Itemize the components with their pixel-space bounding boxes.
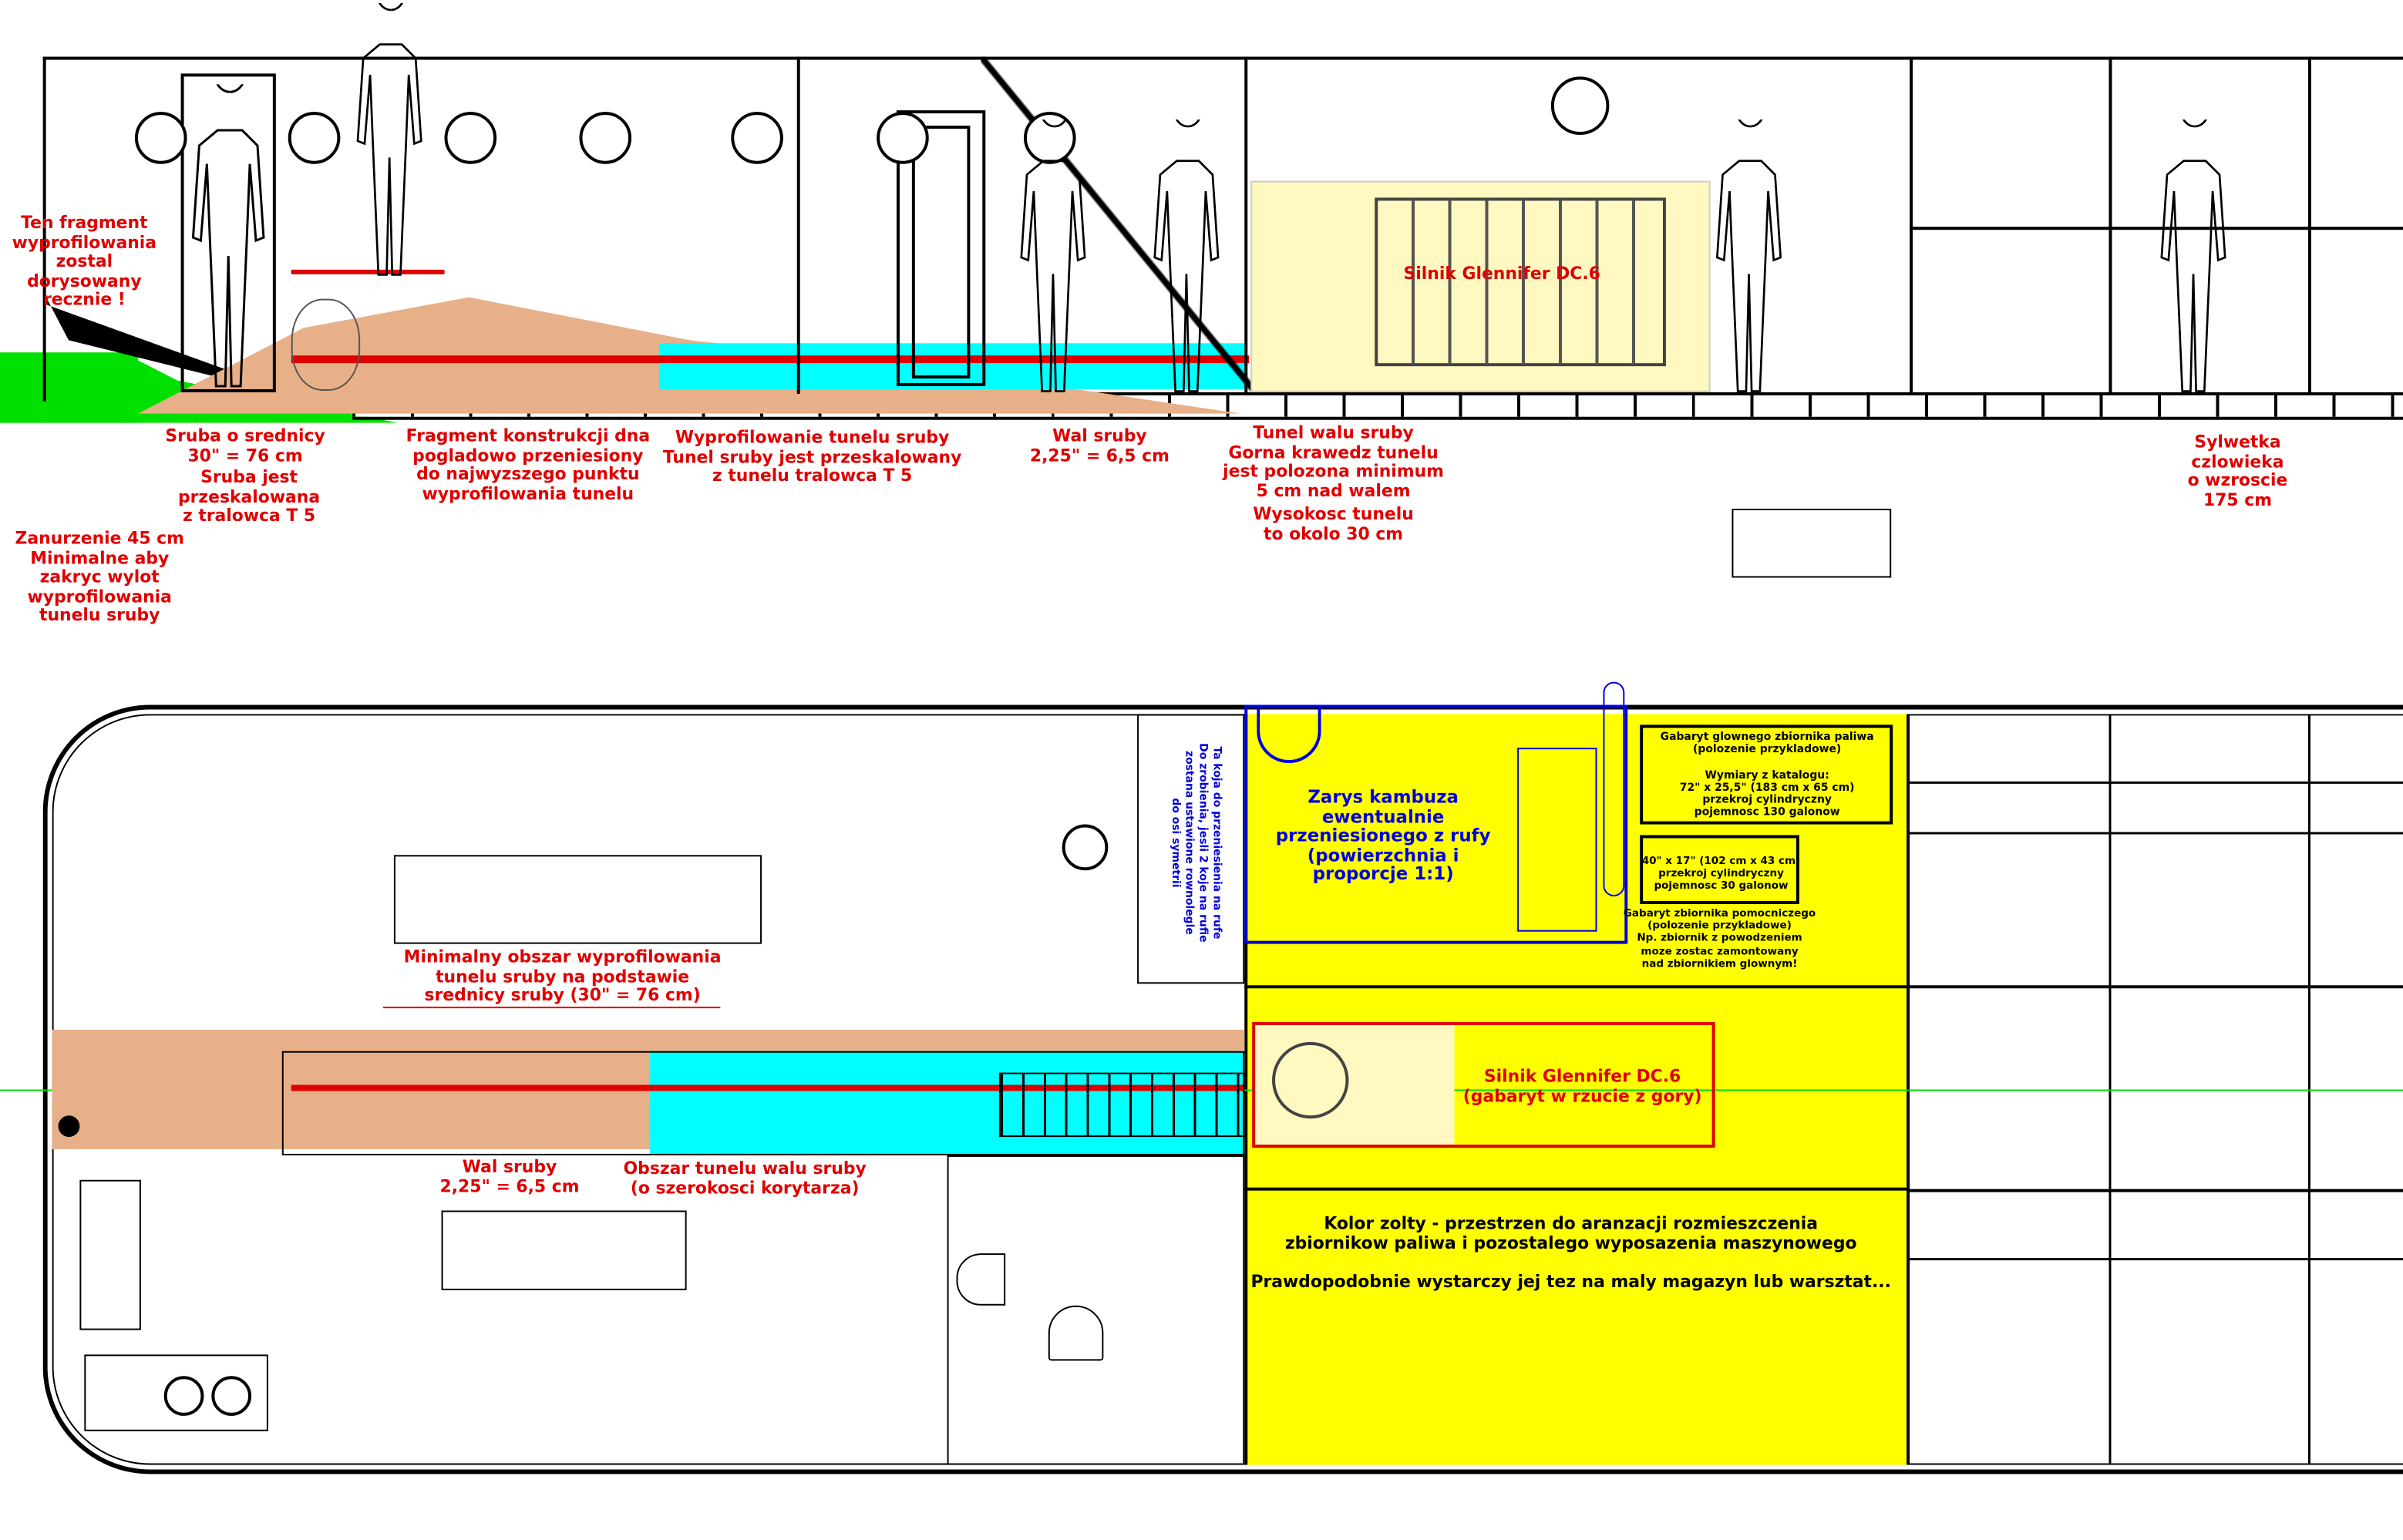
divider (1244, 985, 1910, 989)
aux-tank-note: Gabaryt zbiornika pomocniczego (polozeni… (1623, 906, 1816, 970)
porthole (444, 112, 497, 164)
locker (79, 1179, 141, 1330)
note-fragment-hand: Ten fragment wyprofilowania zostal dorys… (12, 213, 157, 310)
construction-fragment (291, 269, 445, 304)
rudder-post (58, 1115, 80, 1138)
door-aft (180, 73, 276, 392)
corridor-label: Obszar tunelu walu sruby (o szerokosci k… (623, 1158, 867, 1198)
berth-note: Ta koja do przeniesienia na rufe Do zrob… (1169, 743, 1223, 943)
shelf-line (1910, 227, 2403, 230)
ladder (981, 56, 1257, 394)
human-silhouette (1020, 119, 1086, 392)
yellow-area-note: Kolor zolty - przestrzen do aranzacji ro… (1250, 1213, 1891, 1291)
human-silhouette (191, 84, 265, 388)
bunk (441, 1210, 687, 1290)
engine-label-top: Silnik Glennifer DC.6 (gabaryt w rzucie … (1462, 1066, 1702, 1106)
note-construction: Fragment konstrukcji dna pogladowo przen… (406, 425, 651, 504)
empty-box (1732, 509, 1892, 578)
note-shaft-side: Wal sruby 2,25" = 6,5 cm (1029, 425, 1170, 466)
galley-counter (1517, 748, 1597, 932)
galley-fridge (1603, 681, 1625, 896)
shaft-line (291, 355, 1250, 364)
porthole (1550, 76, 1610, 135)
door-mid-inner (911, 126, 971, 379)
burner (163, 1376, 204, 1416)
water (0, 352, 138, 423)
table (393, 855, 762, 944)
hatch-round (1062, 824, 1109, 871)
human-silhouette (1153, 119, 1220, 392)
bulkhead (1910, 56, 1913, 394)
min-area-underline (383, 990, 721, 1009)
porthole (134, 112, 187, 164)
engine-side-drawing (1250, 180, 1711, 392)
porthole (1023, 112, 1076, 164)
galley-outline (1244, 704, 1628, 944)
bulkhead (2109, 56, 2112, 394)
galley-label: Zarys kambuza ewentualnie przeniesionego… (1275, 785, 1491, 885)
note-screw-scaled: Sruba jest przeskalowana z tralowca T 5 (177, 467, 321, 526)
main-tank-box (1640, 725, 1893, 825)
note-screw-diameter: Sruba o srednicy 30" = 76 cm (165, 425, 325, 466)
berth-frame (1137, 714, 1245, 984)
bulkhead (2307, 56, 2311, 394)
divider (1244, 1187, 1910, 1191)
min-area-label: Minimalny obszar wyprofilowania tunelu s… (403, 947, 722, 1006)
note-tunnel-height: Wysokosc tunelu to okolo 30 cm (1253, 504, 1414, 543)
burner (211, 1376, 252, 1416)
porthole (288, 112, 341, 164)
stove (84, 1354, 268, 1431)
note-immersion: Zanurzenie 45 cm Minimalne aby zakryc wy… (15, 528, 184, 626)
door-mid (896, 110, 986, 386)
propeller-side (291, 298, 361, 391)
note-shaft-tunnel: Tunel walu sruby Gorna krawedz tunelu je… (1223, 422, 1444, 501)
sink (956, 1253, 1006, 1306)
note-silhouette: Sylwetka czlowieka o wzroscie 175 cm (2187, 432, 2288, 510)
cabin-wall (947, 1155, 1245, 1465)
porthole (877, 112, 929, 164)
galley-sink (1257, 708, 1321, 764)
engine-label-side: Silnik Glennifer DC.6 (1403, 263, 1600, 284)
porthole (731, 112, 783, 164)
note-tunnel-profile: Wyprofilowanie tunelu sruby Tunel sruby … (662, 427, 962, 486)
shaft-label-plan: Wal sruby 2,25" = 6,5 cm (439, 1156, 580, 1196)
human-silhouette (356, 2, 422, 276)
aux-tank-box (1640, 835, 1799, 904)
toilet (1048, 1305, 1104, 1361)
porthole (579, 112, 632, 164)
engine-flywheel-icon (1272, 1041, 1349, 1119)
stairs-plan (999, 1072, 1245, 1138)
human-silhouette (1715, 119, 1782, 392)
main-tank-label: Gabaryt glownego zbiornika paliwa (poloz… (1660, 731, 1874, 819)
bulkhead (796, 56, 800, 394)
human-silhouette (2160, 119, 2226, 392)
aux-tank-label: 40" x 17" (102 cm x 43 cm) przekroj cyli… (1641, 855, 1801, 893)
shaft-line-plan (291, 1084, 1245, 1091)
